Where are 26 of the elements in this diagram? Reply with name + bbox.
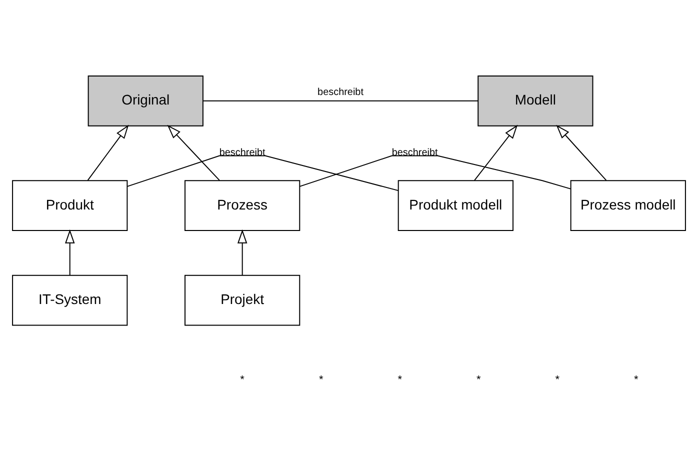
label: * [476,373,481,386]
node-box: Produkt [12,180,128,230]
arrow [237,228,248,276]
node-box: Prozess [184,180,300,230]
edge-label: beschreibt [392,147,438,158]
connector [126,154,399,191]
arrow [64,228,75,276]
node-box: Produkt modell [398,180,514,230]
arrow [556,124,607,180]
arrow [167,124,220,180]
arrow [87,124,129,180]
label: * [318,373,324,386]
connector [202,100,478,101]
edge-label: beschreibt [318,86,364,98]
node-box: Projekt [184,274,300,326]
label: * [555,373,560,386]
node-box: Original [88,75,204,126]
node-box: Modell [478,75,594,126]
node-box: IT-System [12,274,128,326]
arrow [474,124,518,180]
label: * [398,373,402,386]
edge-label: beschreibt [219,147,266,158]
node-box: Prozess modell [570,180,686,230]
connector [299,154,571,189]
label: * [634,373,638,386]
label: * [240,373,244,386]
